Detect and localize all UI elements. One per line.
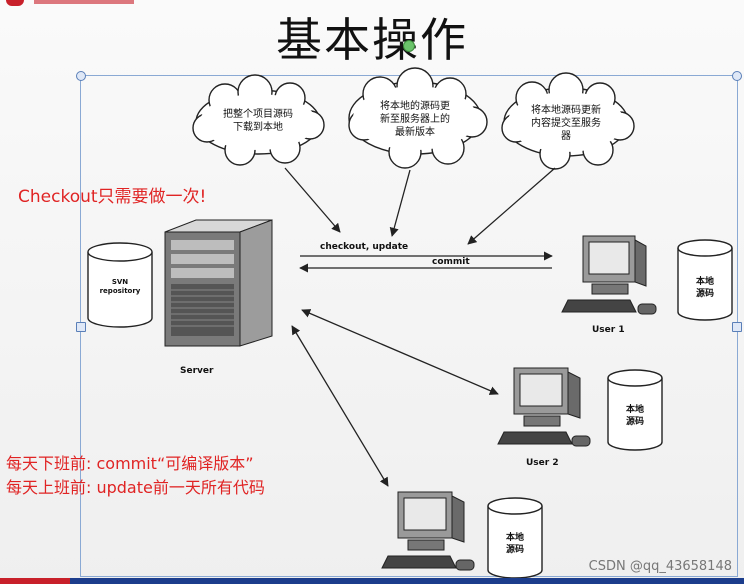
cloud-middle <box>348 67 488 169</box>
server-tower <box>164 219 273 347</box>
checkout-update-label: checkout, update <box>320 242 409 252</box>
commit-label: commit <box>432 257 470 267</box>
user1-computer <box>561 235 657 315</box>
before-leave-note: 每天下班前: commit“可编译版本” <box>6 454 254 473</box>
rotate-handle[interactable] <box>403 40 415 52</box>
user2-computer <box>497 367 591 447</box>
user2-local-code: 本地源码 <box>625 405 644 427</box>
user3-local-code: 本地源码 <box>505 533 524 555</box>
user3-cylinder <box>487 497 543 579</box>
resize-handle-left[interactable] <box>76 322 86 332</box>
user1-cylinder <box>677 239 733 321</box>
resize-handle-right[interactable] <box>732 322 742 332</box>
checkout-once-note: Checkout只需要做一次! <box>18 187 207 207</box>
user1-label: User 1 <box>592 325 625 335</box>
cloud-left <box>192 74 325 166</box>
user1-local-code: 本地源码 <box>695 277 714 299</box>
logo <box>6 0 134 6</box>
cloud-left-text: 把整个项目源码下载到本地 <box>223 109 293 133</box>
bottom-bar <box>0 578 744 584</box>
watermark: CSDN @qq_43658148 <box>588 559 732 574</box>
user3-computer <box>381 491 475 571</box>
cloud-right <box>501 72 635 170</box>
before-work-note: 每天上班前: update前一天所有代码 <box>6 478 265 497</box>
user2-label: User 2 <box>526 458 559 468</box>
user2-cylinder <box>607 369 663 451</box>
repository-cylinder <box>87 242 153 328</box>
server-label: Server <box>180 366 214 376</box>
cloud-right-text: 将本地源码更新内容提交至服务器 <box>531 105 601 142</box>
cloud-middle-text: 将本地的源码更新至服务器上的最新版本 <box>380 101 450 138</box>
slide-title: 基本操作 <box>276 13 468 67</box>
resize-handle-tl[interactable] <box>76 71 86 81</box>
resize-handle-tr[interactable] <box>732 71 742 81</box>
